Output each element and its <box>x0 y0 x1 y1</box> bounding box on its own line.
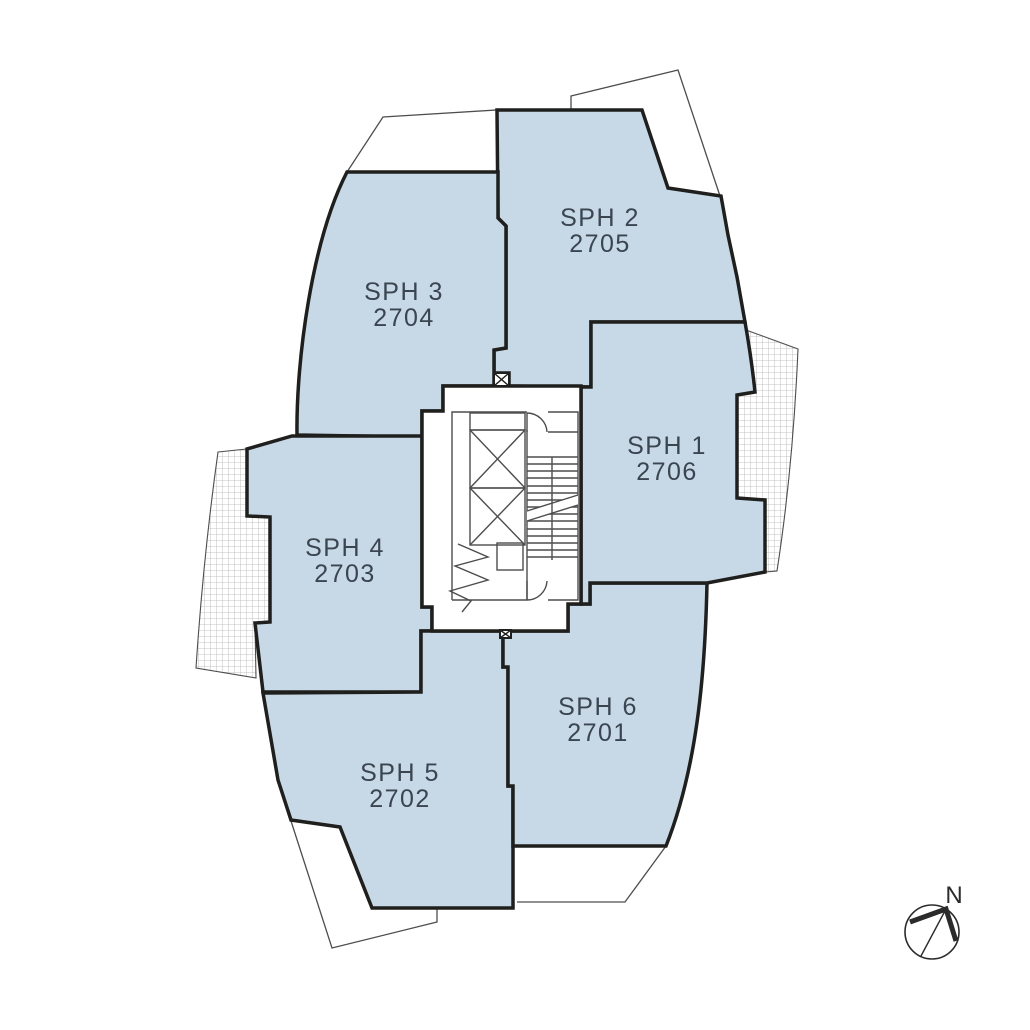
unit-label-sph-6-number: 2701 <box>567 719 629 747</box>
unit-label-sph-1-name: SPH 1 <box>627 432 707 460</box>
compass-arrow-tail <box>920 908 947 957</box>
unit-label-sph-4-name: SPH 4 <box>305 534 385 562</box>
unit-label-sph-5-name: SPH 5 <box>360 759 440 787</box>
core-utility-box <box>496 542 524 571</box>
unit-label-sph-4-number: 2703 <box>314 560 376 588</box>
unit-label-sph-2-number: 2705 <box>569 230 631 258</box>
wall-break-symbol <box>448 543 491 613</box>
unit-label-sph-3-number: 2704 <box>373 304 435 332</box>
unit-sph-1-area <box>579 320 767 606</box>
unit-label-sph-5-number: 2702 <box>369 785 431 813</box>
unit-areas <box>245 108 767 910</box>
unit-label-sph-1-number: 2706 <box>636 458 698 486</box>
plate-outline-bottom-left <box>290 820 438 949</box>
unit-label-sph-6-name: SPH 6 <box>558 693 638 721</box>
unit-sph-6-area <box>501 581 709 848</box>
compass-circle <box>904 904 960 960</box>
stair-flight <box>526 456 579 560</box>
unit-sph-3-area <box>295 170 508 439</box>
service-core <box>420 384 583 633</box>
compass-north-label: N <box>945 882 962 909</box>
edge-shaft-top <box>493 372 510 387</box>
unit-label-sph-3-name: SPH 3 <box>364 278 444 306</box>
compass: N <box>904 882 963 960</box>
edge-shaft-bottom <box>499 629 512 639</box>
core-door-bottom <box>526 580 548 601</box>
plate-outline-bottom-right <box>517 845 667 903</box>
unit-label-sph-2-name: SPH 2 <box>560 204 640 232</box>
core-outline <box>420 384 583 633</box>
core-door-top <box>526 412 548 433</box>
